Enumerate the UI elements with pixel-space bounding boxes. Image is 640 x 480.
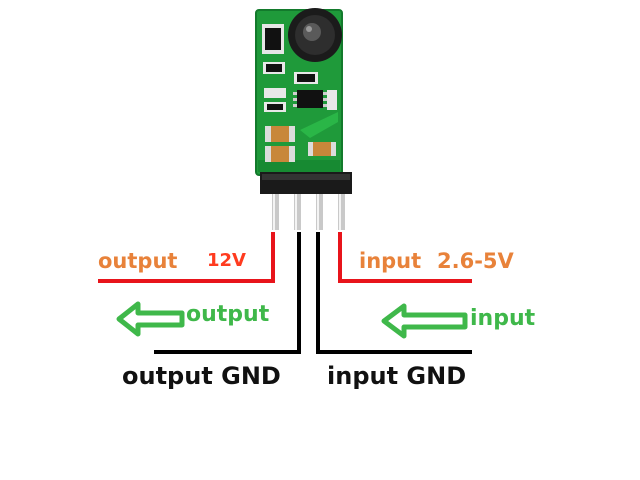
output-gnd-wire	[154, 232, 301, 354]
input-positive-wire	[338, 232, 472, 283]
input-arrow-label: input	[470, 306, 536, 331]
pcb-board	[255, 8, 343, 176]
output-positive-wire	[98, 232, 275, 283]
input-arrow-icon	[381, 303, 468, 339]
wires	[98, 232, 472, 354]
input-gnd-label: input GND	[327, 362, 467, 390]
diode	[262, 24, 284, 54]
ic-chip	[293, 90, 327, 108]
inductor	[288, 8, 342, 62]
input-range-label: 2.6-5V	[437, 249, 514, 273]
output-gnd-label: output GND	[122, 362, 281, 390]
output-label: output	[98, 249, 178, 273]
output-voltage-label: 12V	[207, 250, 246, 271]
header-pins	[260, 172, 352, 230]
capacitors	[265, 126, 336, 162]
input-gnd-wire	[316, 232, 472, 354]
input-label: input	[359, 249, 422, 273]
output-arrow-icon	[116, 301, 185, 337]
output-arrow-label: output	[186, 302, 270, 327]
